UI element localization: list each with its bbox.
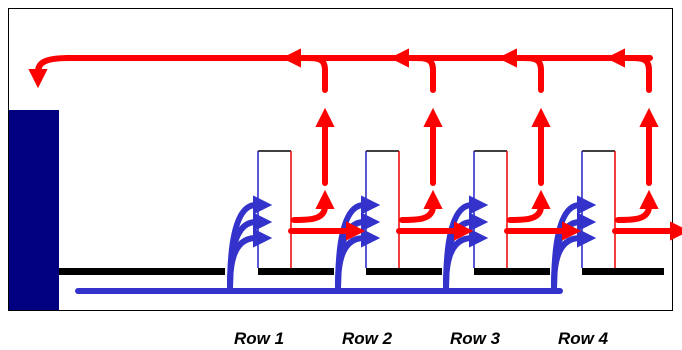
rise-arrow-1: [291, 189, 335, 223]
row-label-4: Row 4: [558, 329, 609, 348]
row-label-2: Row 2: [342, 329, 393, 348]
rise-arrow-4: [615, 189, 659, 223]
rise-arrow-2: [399, 189, 443, 223]
return-to-rack-arrow: [28, 55, 73, 89]
rack-unit: [9, 110, 59, 310]
row-labels: Row 1 Row 2 Row 3 Row 4: [234, 329, 609, 348]
exhaust-airflow: [28, 48, 682, 241]
row-label-1: Row 1: [234, 329, 284, 348]
row-label-3: Row 3: [450, 329, 501, 348]
rise-arrow-3: [507, 189, 551, 223]
floor: [59, 268, 664, 275]
intake-arrow-1-c: [227, 228, 273, 294]
